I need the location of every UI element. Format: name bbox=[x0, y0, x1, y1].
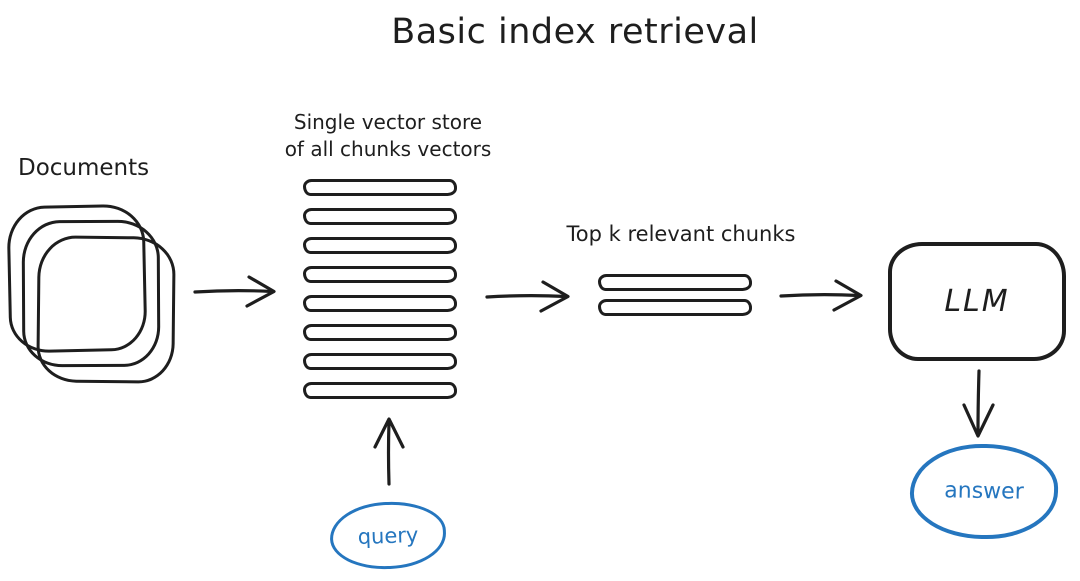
vector-chunk-bar bbox=[303, 237, 457, 254]
llm-node: LLM bbox=[888, 242, 1066, 361]
arrow-topk-to-llm bbox=[779, 279, 863, 312]
documents-label: Documents bbox=[18, 155, 150, 181]
vector-chunk-bar bbox=[303, 208, 457, 225]
topk-chunk-bar bbox=[598, 274, 752, 291]
arrow-llm-to-answer bbox=[962, 369, 995, 438]
document-shape bbox=[36, 235, 176, 384]
vector-chunk-bar bbox=[303, 179, 457, 196]
vector-chunk-bar bbox=[303, 353, 457, 370]
answer-label: answer bbox=[944, 478, 1024, 505]
vector-chunk-bar bbox=[303, 382, 457, 399]
vector-store-stack bbox=[303, 179, 457, 399]
arrow-store-to-topk bbox=[485, 280, 570, 313]
query-label: query bbox=[357, 522, 419, 549]
arrow-documents-to-store bbox=[193, 275, 276, 308]
answer-node: answer bbox=[909, 442, 1059, 541]
arrow-query-to-store bbox=[373, 417, 405, 486]
topk-stack bbox=[598, 274, 752, 316]
vector-chunk-bar bbox=[303, 266, 457, 283]
vector-chunk-bar bbox=[303, 295, 457, 312]
vector-store-label: Single vector store of all chunks vector… bbox=[238, 109, 538, 163]
documents-stack bbox=[6, 203, 184, 385]
query-node: query bbox=[328, 499, 448, 572]
topk-chunk-bar bbox=[598, 299, 752, 316]
topk-label: Top k relevant chunks bbox=[566, 222, 796, 246]
diagram-title: Basic index retrieval bbox=[391, 12, 759, 52]
vector-store-label-line2: of all chunks vectors bbox=[284, 137, 492, 161]
vector-chunk-bar bbox=[303, 324, 457, 341]
vector-store-label-line1: Single vector store bbox=[293, 110, 483, 134]
llm-label: LLM bbox=[944, 284, 1010, 319]
